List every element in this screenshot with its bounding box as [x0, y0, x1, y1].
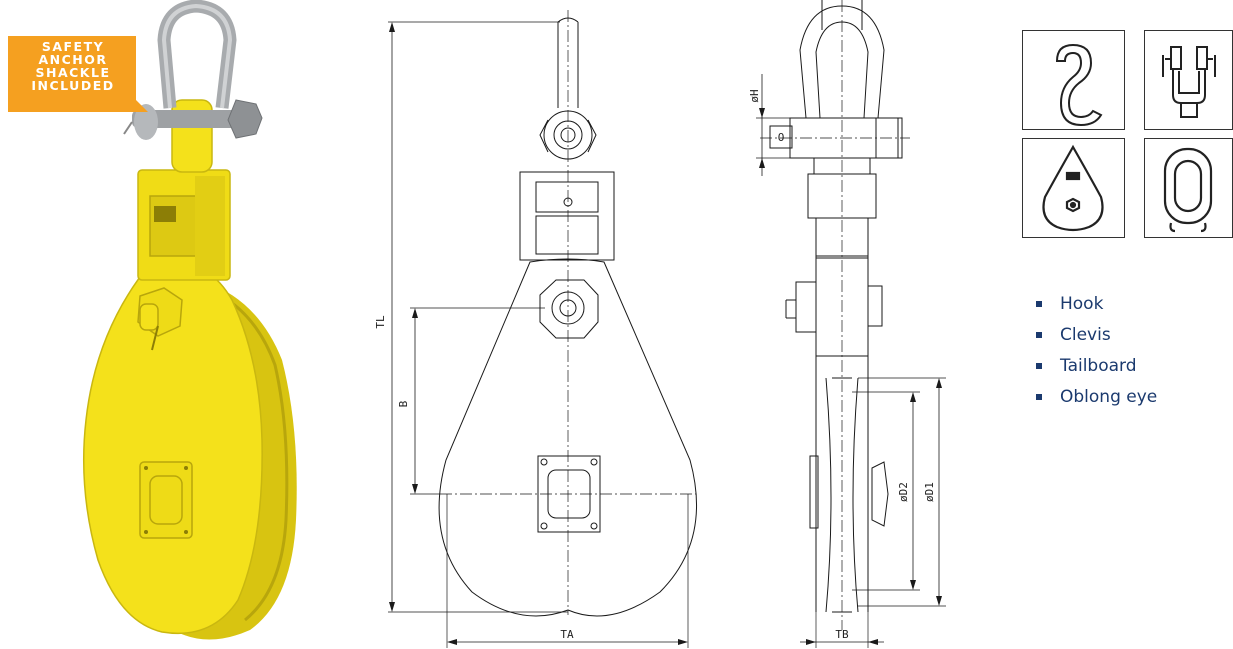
- dim-label-ta: TA: [560, 628, 574, 641]
- option-item-hook: Hook: [1036, 292, 1157, 323]
- clevis-icon: [1162, 46, 1216, 118]
- badge-line: INCLUDED: [31, 78, 115, 93]
- clevis-icon-box: [1144, 30, 1233, 130]
- bullet-icon: [1036, 394, 1042, 400]
- dim-label-d2: øD2: [897, 482, 910, 502]
- option-label: Tailboard: [1060, 356, 1137, 376]
- dim-label-o: O: [778, 131, 785, 144]
- option-item-oblong-eye: Oblong eye: [1036, 385, 1157, 416]
- tailboard-icon: [1042, 144, 1104, 232]
- dim-label-tl: TL: [374, 315, 387, 329]
- dim-label-b: B: [397, 400, 410, 407]
- dim-label-tb: TB: [835, 628, 849, 641]
- tailboard-icon-box: [1022, 138, 1125, 238]
- badge-line: ANCHOR: [38, 52, 108, 67]
- bullet-icon: [1036, 332, 1042, 338]
- safety-badge: [8, 36, 148, 112]
- option-label: Clevis: [1060, 325, 1111, 345]
- oblong-eye-icon: [1163, 147, 1213, 233]
- badge-line: SAFETY: [41, 39, 105, 54]
- options-list: Hook Clevis Tailboard Oblong eye: [1036, 292, 1157, 416]
- front-view-drawing: [388, 10, 698, 648]
- hook-icon: [1055, 43, 1103, 127]
- snatch-block-render: [83, 0, 297, 640]
- option-item-clevis: Clevis: [1036, 323, 1157, 354]
- side-view-drawing: [756, 0, 946, 648]
- badge-line: SHACKLE: [35, 65, 111, 80]
- oblong-eye-icon-box: [1144, 138, 1233, 238]
- option-item-tailboard: Tailboard: [1036, 354, 1157, 385]
- bullet-icon: [1036, 363, 1042, 369]
- dim-label-d1: øD1: [923, 482, 936, 502]
- dim-label-h: øH: [748, 89, 761, 102]
- safety-badge-text: SAFETY ANCHOR SHACKLE INCLUDED: [8, 40, 138, 92]
- hook-icon-box: [1022, 30, 1125, 130]
- bullet-icon: [1036, 301, 1042, 307]
- option-label: Hook: [1060, 294, 1104, 314]
- option-label: Oblong eye: [1060, 387, 1158, 407]
